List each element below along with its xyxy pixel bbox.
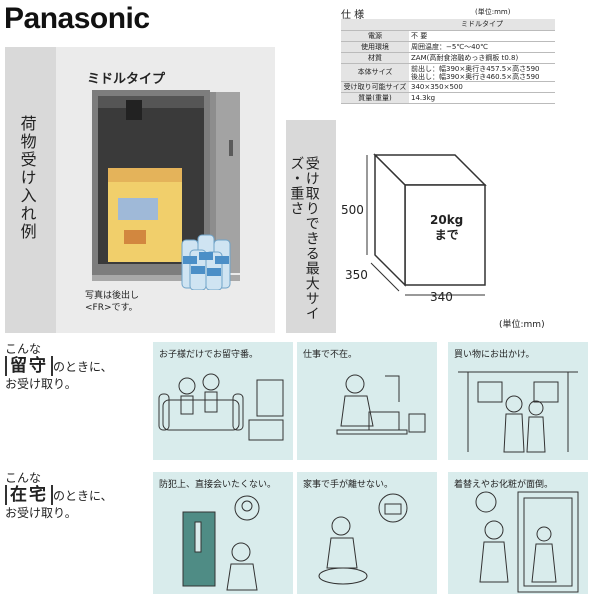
dim-width: 340: [430, 290, 453, 304]
intercom-door-icon: [182, 495, 260, 591]
type-label: ミドルタイプ: [87, 72, 166, 87]
spec-value: 14.3kg: [409, 92, 555, 104]
spec-label: 質量(重量): [341, 92, 409, 104]
capacity-side-label: 受け取りできる最大サイズ・重さ: [288, 156, 320, 321]
spec-label: 材質: [341, 52, 409, 64]
sofa-children-icon: [158, 373, 284, 441]
scenario-card: 防犯上、直接会いたくない。: [153, 472, 293, 594]
dim-height: 500: [341, 203, 364, 217]
scenario-card: お子様だけでお留守番。: [153, 342, 293, 460]
spec-value: 周囲温度：−5℃〜40℃: [409, 41, 555, 53]
spec-header: ミドルタイプ: [409, 19, 555, 31]
spec-label: 電源: [341, 30, 409, 42]
scenario-card: 買い物にお出かけ。: [448, 342, 588, 460]
scenario-caption: 防犯上、直接会いたくない。: [159, 480, 277, 490]
shopping-couple-icon: [458, 371, 578, 453]
capacity-unit: (単位:mm): [499, 320, 545, 330]
scenario-away-heading: こんな 留守のときに、 お受け取り。: [5, 342, 113, 391]
spec-value: 不 要: [409, 30, 555, 42]
scenario-card: 着替えやお化粧が面倒。: [448, 472, 588, 594]
scenario-caption: 着替えやお化粧が面倒。: [454, 480, 554, 490]
housework-icon: [318, 493, 408, 585]
scenario-home-heading: こんな 在宅のときに、 お受け取り。: [5, 471, 113, 520]
delivery-box-photo: [92, 90, 240, 290]
example-side-label: 荷物受け入れ例: [17, 115, 37, 241]
photo-note: 写真は後出し <FR>です。: [85, 291, 140, 313]
scenario-caption: お子様だけでお留守番。: [159, 350, 259, 360]
scenario-away-keyword: 留守: [5, 356, 53, 376]
spec-value-2: 後出し：幅390×奥行き460.5×高さ590: [411, 72, 540, 81]
capacity-side-panel: 受け取りできる最大サイズ・重さ: [286, 120, 336, 333]
scenario-caption: 買い物にお出かけ。: [454, 350, 535, 360]
spec-unit: (単位:mm): [475, 8, 511, 16]
spec-title: 仕 様: [341, 10, 365, 21]
example-side-panel: 荷物受け入れ例: [5, 47, 56, 333]
spec-value: 340×350×500: [409, 81, 555, 93]
scenario-card: 仕事で不在。: [297, 342, 437, 460]
cube-diagram: [366, 153, 487, 296]
spec-label: 使用環境: [341, 41, 409, 53]
spec-value: 前出し：幅390×奥行き457.5×高さ590: [411, 64, 540, 73]
brand-logo: Panasonic: [4, 2, 150, 35]
spec-value: ZAM(高耐食溶融めっき鋼板 t0.8): [409, 52, 555, 64]
dressing-icon: [475, 491, 579, 593]
scenario-home-keyword: 在宅: [5, 485, 53, 505]
weight-label: 20kg まで: [430, 213, 464, 242]
office-worker-icon: [336, 374, 426, 435]
scenario-caption: 仕事で不在。: [303, 350, 358, 360]
scenario-caption: 家事で手が離せない。: [303, 480, 394, 490]
spec-label: 受け取り可能サイズ: [341, 81, 409, 93]
scenario-card: 家事で手が離せない。: [297, 472, 437, 594]
dim-depth: 350: [345, 268, 368, 282]
spec-label: 本体サイズ: [341, 63, 409, 82]
